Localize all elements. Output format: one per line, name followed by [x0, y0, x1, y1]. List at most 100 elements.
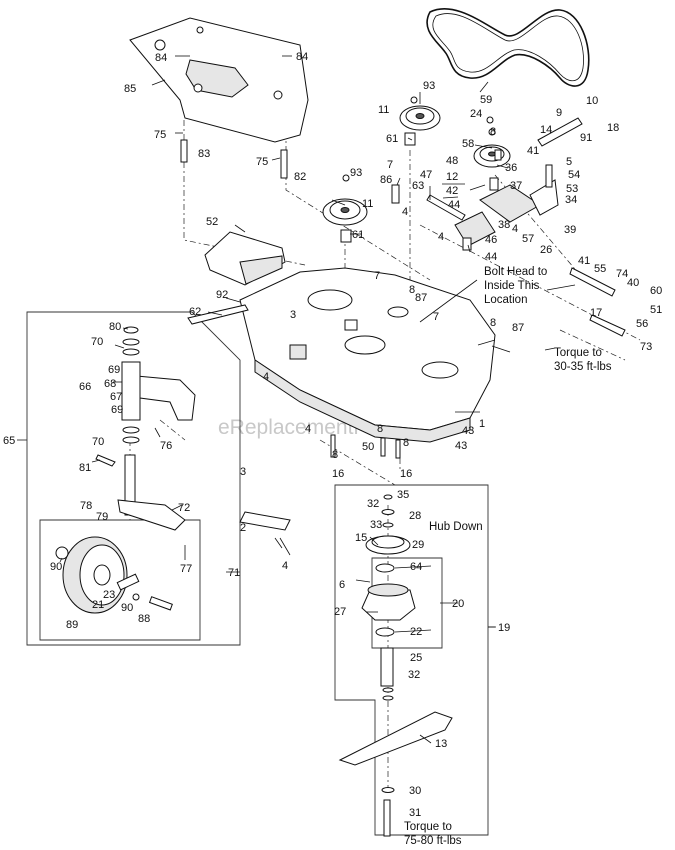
callout-1: 1 — [479, 418, 485, 430]
callout-34: 34 — [565, 194, 577, 206]
callout-26: 26 — [540, 244, 552, 256]
callout-73: 73 — [640, 341, 652, 353]
callout-20: 20 — [452, 598, 464, 610]
caster-fork-72 — [95, 454, 186, 531]
callout-10: 10 — [586, 95, 598, 107]
callout-11: 11 — [362, 198, 373, 210]
note-bolt-head-line1: Bolt Head to — [484, 266, 547, 278]
callout-5: 5 — [566, 156, 572, 168]
callout-4: 4 — [512, 223, 518, 235]
callout-9: 9 — [556, 107, 562, 119]
callout-83: 83 — [198, 148, 210, 160]
callout-24: 24 — [470, 108, 482, 120]
blade-bolt-31 — [381, 787, 395, 837]
callout-75: 75 — [154, 129, 166, 141]
callout-69: 69 — [111, 404, 123, 416]
callout-12: 12 — [446, 171, 458, 183]
callout-14: 14 — [540, 124, 552, 136]
callout-63: 63 — [412, 180, 424, 192]
callout-28: 28 — [409, 510, 421, 522]
callout-78: 78 — [80, 500, 92, 512]
callout-50: 50 — [362, 441, 374, 453]
callout-3: 3 — [240, 466, 246, 478]
callout-84: 84 — [296, 51, 308, 63]
callout-41: 41 — [527, 145, 539, 157]
callout-8: 8 — [377, 423, 383, 435]
callout-76: 76 — [160, 440, 172, 452]
callout-59: 59 — [480, 94, 492, 106]
leader-lines — [59, 55, 576, 744]
spring-63 — [426, 194, 466, 221]
bracket-2 — [239, 511, 291, 531]
callout-79: 79 — [96, 511, 108, 523]
blade-13 — [338, 711, 453, 766]
callout-88: 88 — [138, 613, 150, 625]
note-torque-blade-line1: Torque to — [404, 821, 452, 833]
mower-deck-1 — [239, 267, 496, 443]
callout-15: 15 — [355, 532, 367, 544]
callout-41: 41 — [578, 255, 590, 267]
callout-6: 6 — [339, 579, 345, 591]
callout-54: 54 — [568, 169, 580, 181]
callout-8: 8 — [490, 126, 496, 138]
callout-16: 16 — [332, 468, 344, 480]
pulley-11-upper — [399, 105, 441, 131]
callout-53: 53 — [566, 183, 578, 195]
callout-11: 11 — [378, 104, 389, 116]
callout-68: 68 — [104, 378, 116, 390]
drive-belt-inner — [432, 13, 584, 82]
callout-27: 27 — [334, 606, 346, 618]
callout-80: 80 — [109, 321, 121, 333]
callout-67: 67 — [110, 391, 122, 403]
spring-14 — [537, 117, 583, 147]
callout-8: 8 — [403, 437, 409, 449]
callout-82: 82 — [294, 171, 306, 183]
callout-19: 19 — [498, 622, 510, 634]
callout-48: 48 — [446, 155, 458, 167]
callout-43: 43 — [455, 440, 467, 452]
callout-7: 7 — [433, 311, 439, 323]
callout-70: 70 — [92, 436, 104, 448]
callout-25: 25 — [410, 652, 422, 664]
callout-66: 66 — [79, 381, 91, 393]
note-bolt-head-line3: Location — [484, 294, 527, 306]
callout-56: 56 — [636, 318, 648, 330]
callout-64: 64 — [410, 561, 422, 573]
callout-74: 74 — [616, 268, 628, 280]
callout-22: 22 — [410, 626, 422, 638]
callout-81: 81 — [79, 462, 91, 474]
bracket-56 — [589, 314, 626, 337]
callout-23: 23 — [103, 589, 115, 601]
callout-51: 51 — [650, 304, 662, 316]
callout-2: 2 — [240, 522, 246, 534]
callout-42: 42 — [446, 185, 458, 197]
drive-belt-59 — [426, 8, 590, 87]
callout-60: 60 — [650, 285, 662, 297]
callout-52: 52 — [206, 216, 218, 228]
callout-44: 44 — [448, 199, 460, 211]
callout-93: 93 — [350, 167, 362, 179]
callout-40: 40 — [627, 277, 639, 289]
callout-61: 61 — [386, 133, 398, 145]
callout-46: 46 — [485, 234, 497, 246]
callout-75: 75 — [256, 156, 268, 168]
callout-8: 8 — [490, 317, 496, 329]
caster-arm-66 — [121, 326, 196, 444]
callout-87: 87 — [415, 292, 427, 304]
callout-4: 4 — [282, 560, 288, 572]
callout-44: 44 — [485, 251, 497, 263]
callout-57: 57 — [522, 233, 534, 245]
link-55 — [569, 267, 616, 297]
callout-32: 32 — [408, 669, 420, 681]
spindle-assembly-frame — [334, 484, 489, 836]
callout-84: 84 — [155, 52, 167, 64]
callout-85: 85 — [124, 83, 136, 95]
callout-4: 4 — [438, 231, 444, 243]
callout-29: 29 — [412, 539, 424, 551]
callout-8: 8 — [409, 284, 415, 296]
callout-62: 62 — [189, 306, 201, 318]
callout-7: 7 — [374, 270, 380, 282]
assembly-notes: Bolt Head to Inside This Location Torque… — [404, 266, 612, 847]
spindle-assembly-19 — [361, 494, 416, 701]
